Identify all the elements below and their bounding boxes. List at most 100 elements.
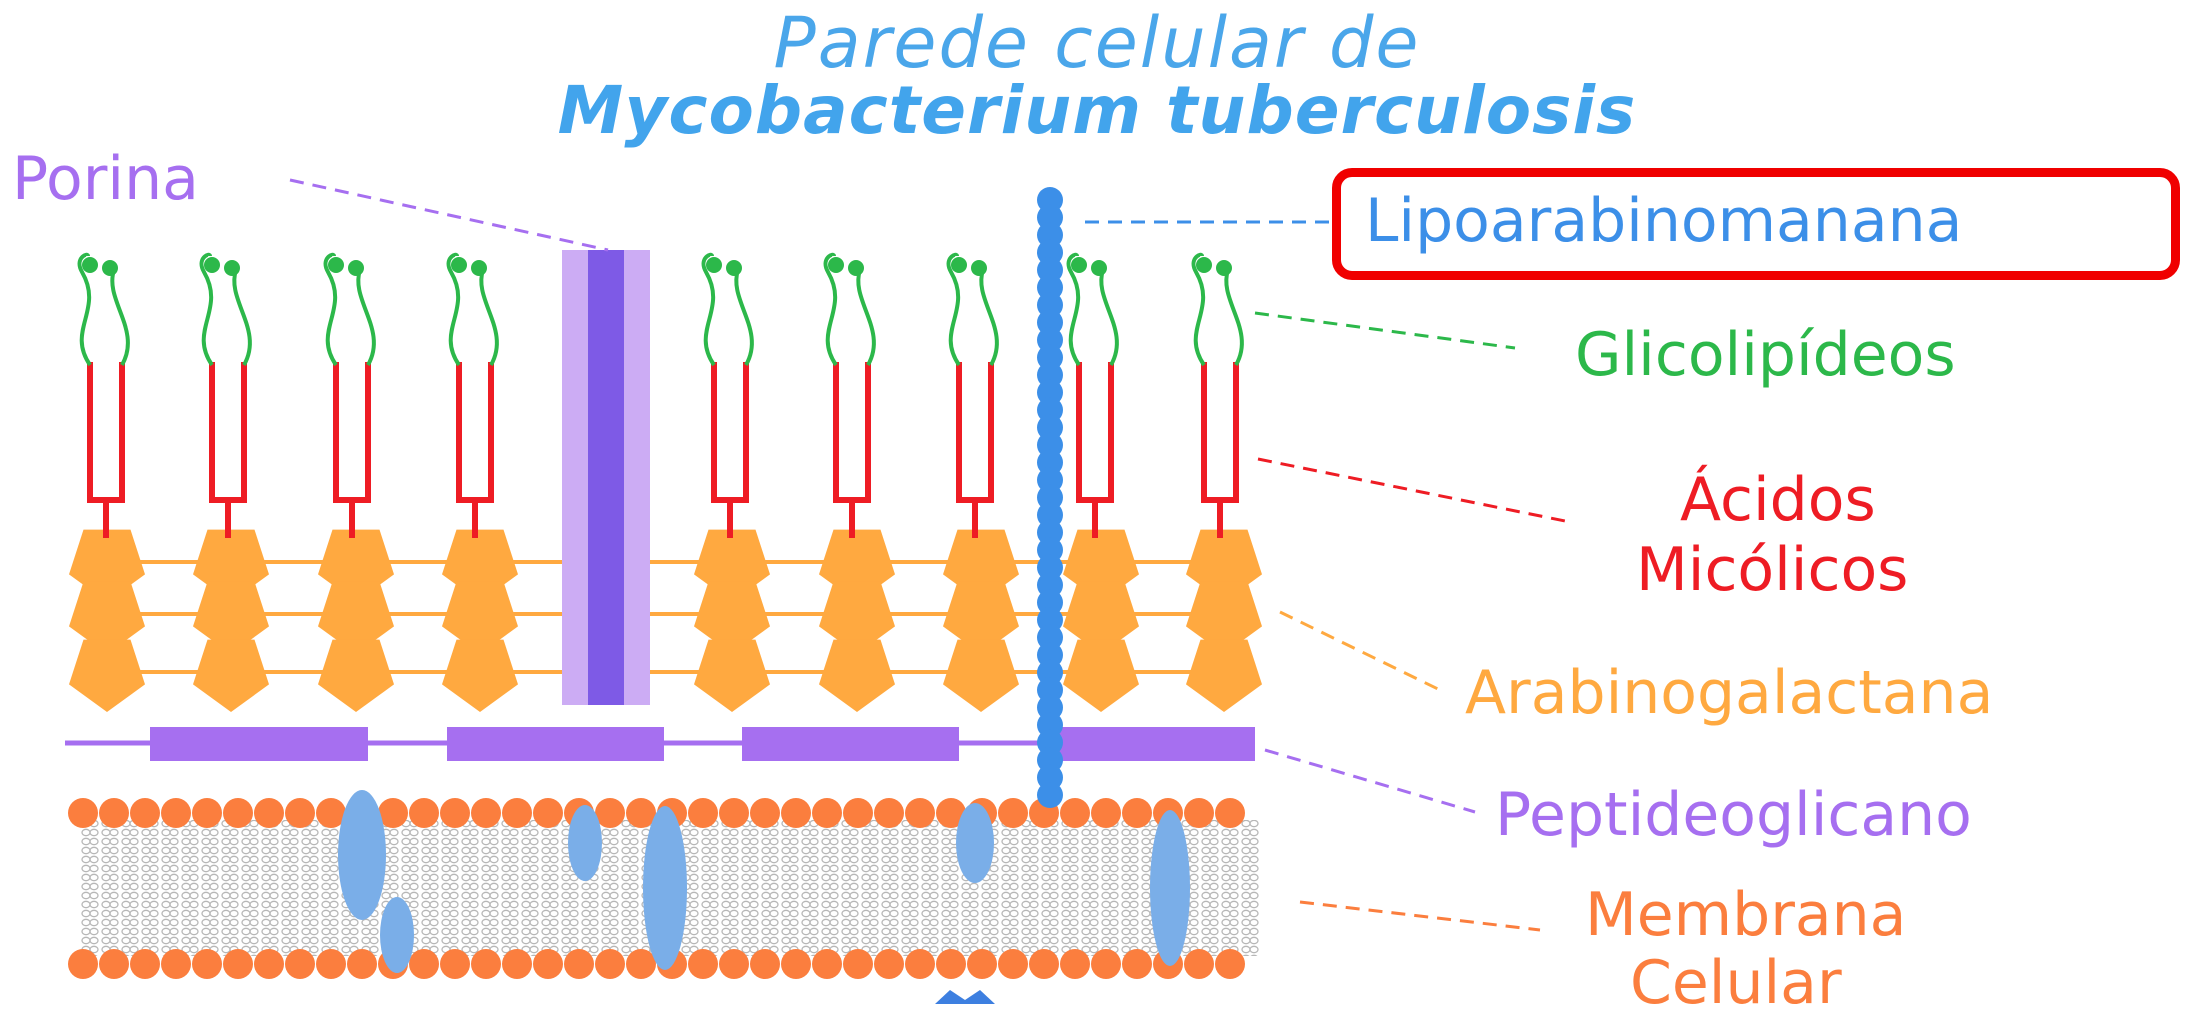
- arabinogalactan-layer: [69, 530, 1262, 712]
- arabinogalactan-sugar: [442, 640, 518, 712]
- glycolipid-chain: [1226, 270, 1242, 365]
- glycolipid-head: [204, 257, 220, 273]
- phospholipid-head-bottom: [595, 949, 625, 979]
- phospholipid-head-top: [471, 798, 501, 828]
- label-glicolipideos: Glicolipídeos: [1575, 320, 1956, 390]
- membrane-layer: [68, 790, 1260, 979]
- phospholipid-head-bottom: [936, 949, 966, 979]
- phospholipid-head-top: [192, 798, 222, 828]
- glycolipid-chain: [358, 270, 374, 365]
- phospholipid-head-bottom: [750, 949, 780, 979]
- peptidoglycan-layer: [65, 727, 1255, 761]
- phospholipid-head-bottom: [285, 949, 315, 979]
- membrane-protein: [1150, 810, 1190, 966]
- phospholipid-head-bottom: [719, 949, 749, 979]
- phospholipid-head-top: [1215, 798, 1245, 828]
- partial-logo-mark: [935, 990, 995, 1004]
- mycolic-acid: [1079, 365, 1111, 535]
- glycolipid-chain: [481, 270, 497, 365]
- mycolic-acid: [1204, 365, 1236, 535]
- leader-arabinogalactana: [1280, 612, 1440, 690]
- membrane-protein: [643, 806, 687, 970]
- phospholipid-head-bottom: [502, 949, 532, 979]
- phospholipid-head-top: [998, 798, 1028, 828]
- peptidoglycan-block: [447, 727, 664, 761]
- arabinogalactan-sugar: [1186, 640, 1262, 712]
- label-arabinogalactana: Arabinogalactana: [1465, 658, 1993, 728]
- membrane-protein: [956, 803, 994, 883]
- phospholipid-head-top: [68, 798, 98, 828]
- leader-peptideoglicano: [1265, 750, 1475, 812]
- glycolipid-chain: [234, 270, 250, 365]
- label-membrana-line2: Celular: [1630, 948, 1842, 1018]
- phospholipid-head-bottom: [161, 949, 191, 979]
- porin-inner: [588, 250, 624, 705]
- highlight-box: [1332, 168, 2180, 280]
- phospholipid-head-bottom: [440, 949, 470, 979]
- glycolipid-head: [348, 260, 364, 276]
- phospholipid-head-bottom: [626, 949, 656, 979]
- glycolipid-head: [471, 260, 487, 276]
- glycolipid-head: [224, 260, 240, 276]
- leader-acidos: [1258, 459, 1570, 522]
- phospholipid-head-bottom: [564, 949, 594, 979]
- membrane-protein: [568, 805, 602, 881]
- phospholipid-head-bottom: [843, 949, 873, 979]
- glycolipid-head: [706, 257, 722, 273]
- glycolipid-head: [726, 260, 742, 276]
- phospholipid-head-top: [1060, 798, 1090, 828]
- phospholipid-head-top: [533, 798, 563, 828]
- phospholipid-head-top: [502, 798, 532, 828]
- membrane-protein: [338, 790, 386, 920]
- mycolic-acids-layer: [80, 255, 1242, 535]
- glycolipid-head: [951, 257, 967, 273]
- phospholipid-head-bottom: [874, 949, 904, 979]
- phospholipid-head-top: [874, 798, 904, 828]
- phospholipid-head-bottom: [781, 949, 811, 979]
- mycolic-acid: [90, 365, 122, 535]
- phospholipid-head-bottom: [254, 949, 284, 979]
- glycolipid-head: [1091, 260, 1107, 276]
- glycolipid-head: [828, 257, 844, 273]
- arabinogalactan-sugar: [1063, 640, 1139, 712]
- phospholipid-head-bottom: [347, 949, 377, 979]
- label-membrana-line1: Membrana: [1585, 880, 1906, 950]
- phospholipid-head-bottom: [130, 949, 160, 979]
- arabinogalactan-sugar: [318, 640, 394, 712]
- phospholipid-head-top: [843, 798, 873, 828]
- phospholipid-head-bottom: [967, 949, 997, 979]
- glycolipid-chain: [1101, 270, 1117, 365]
- peptidoglycan-block: [150, 727, 368, 761]
- mycolic-acid: [459, 365, 491, 535]
- porin: [562, 250, 650, 705]
- phospholipid-head-bottom: [905, 949, 935, 979]
- phospholipid-head-top: [285, 798, 315, 828]
- phospholipid-head-bottom: [223, 949, 253, 979]
- phospholipid-head-bottom: [316, 949, 346, 979]
- phospholipid-head-bottom: [688, 949, 718, 979]
- arabinogalactan-sugar: [193, 640, 269, 712]
- phospholipid-head-bottom: [998, 949, 1028, 979]
- phospholipid-head-top: [781, 798, 811, 828]
- label-porina: Porina: [12, 144, 199, 214]
- leader-membrana: [1300, 902, 1540, 930]
- peptidoglycan-block: [1045, 727, 1255, 761]
- glycolipid-head: [1071, 257, 1087, 273]
- phospholipid-head-top: [1184, 798, 1214, 828]
- glycolipid-chain: [981, 270, 997, 365]
- leader-porina: [290, 180, 608, 250]
- label-peptideoglicano: Peptideoglicano: [1495, 780, 1972, 850]
- phospholipid-head-top: [719, 798, 749, 828]
- phospholipid-head-bottom: [533, 949, 563, 979]
- lipoarabinomannan-chain: [1037, 187, 1063, 808]
- phospholipid-head-bottom: [1122, 949, 1152, 979]
- membrane-protein: [380, 897, 414, 973]
- phospholipid-head-bottom: [192, 949, 222, 979]
- phospholipid-head-bottom: [1215, 949, 1245, 979]
- peptidoglycan-block: [742, 727, 959, 761]
- glycolipid-chain: [736, 270, 752, 365]
- glycolipid-head: [82, 257, 98, 273]
- phospholipid-head-bottom: [1091, 949, 1121, 979]
- phospholipid-head-top: [1122, 798, 1152, 828]
- glycolipid-head: [451, 257, 467, 273]
